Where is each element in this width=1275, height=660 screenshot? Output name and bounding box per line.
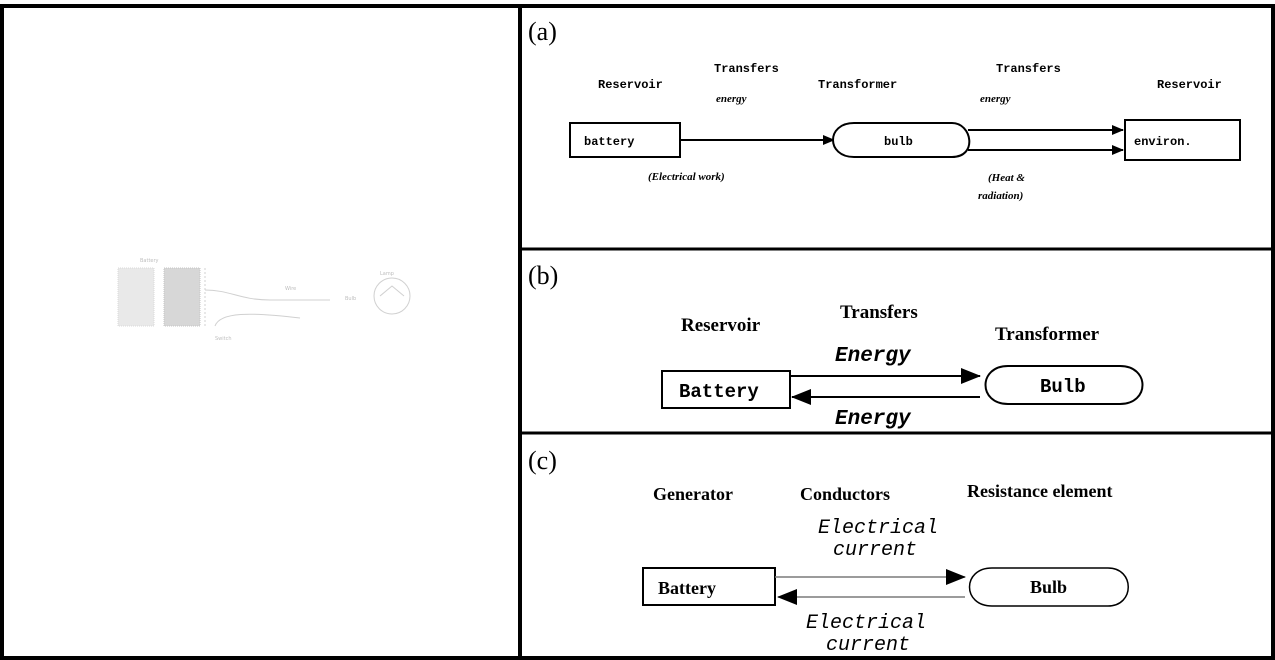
circuit-thumbnail: Battery Wire Bulb Lamp Switch — [117, 258, 411, 342]
panel-b: (b) Reservoir Transfers Transformer Ener… — [528, 261, 1144, 431]
battery-box-b — [661, 370, 791, 409]
heat-label-line2: radiation) — [978, 190, 1023, 202]
bulb-shape-a — [832, 122, 971, 158]
generator-label-c: Generator — [653, 484, 733, 504]
bulb-label-b: Bulb — [1040, 376, 1086, 398]
panel-c: (c) Generator Conductors Resistance elem… — [528, 446, 1129, 657]
current-bottom-line2-c: current — [826, 634, 910, 657]
heat-label-line1: (Heat & — [988, 172, 1025, 184]
bulb-shape-b — [984, 365, 1144, 405]
transfers-right-label: Transfers — [996, 62, 1061, 76]
reservoir-left-label: Reservoir — [598, 78, 663, 92]
current-top-line1-c: Electrical — [818, 517, 938, 540]
energy-left-label: energy — [716, 93, 747, 105]
transfers-left-label: Transfers — [714, 62, 779, 76]
svg-text:Wire: Wire — [285, 286, 296, 292]
reservoir-label-b: Reservoir — [681, 315, 761, 336]
battery-label-c: Battery — [658, 578, 716, 598]
conductors-label-c: Conductors — [800, 484, 890, 504]
resistance-label-c: Resistance element — [967, 481, 1112, 501]
battery-label-a: battery — [584, 135, 634, 149]
energy-top-label-b: Energy — [835, 345, 912, 368]
transfers-label-b: Transfers — [840, 302, 918, 323]
panel-b-label: (b) — [528, 261, 558, 290]
battery-box-a — [569, 122, 681, 158]
battery-label-b: Battery — [679, 381, 759, 403]
environ-box-a — [1124, 119, 1241, 161]
environ-label-a: environ. — [1134, 135, 1192, 149]
current-top-line2-c: current — [833, 539, 917, 562]
svg-text:Lamp: Lamp — [380, 271, 394, 277]
transformer-label: Transformer — [818, 78, 897, 92]
reservoir-right-label: Reservoir — [1157, 78, 1222, 92]
bulb-label-c: Bulb — [1030, 577, 1067, 597]
current-bottom-line1-c: Electrical — [806, 612, 926, 635]
battery-box-c — [642, 567, 776, 606]
transformer-label-b: Transformer — [995, 324, 1100, 345]
svg-text:Switch: Switch — [215, 336, 232, 342]
table-borders — [0, 4, 1275, 660]
svg-text:Battery: Battery — [140, 258, 159, 264]
svg-text:Bulb: Bulb — [345, 296, 356, 302]
bulb-shape-c — [968, 567, 1129, 607]
panel-a-label: (a) — [528, 17, 557, 46]
energy-bottom-label-b: Energy — [835, 408, 912, 431]
electrical-work-label: (Electrical work) — [648, 171, 725, 183]
bulb-label-a: bulb — [884, 135, 913, 149]
energy-right-label: energy — [980, 93, 1011, 105]
panel-a: (a) Reservoir Transfers energy Transform… — [528, 17, 1241, 202]
panel-c-label: (c) — [528, 446, 557, 475]
